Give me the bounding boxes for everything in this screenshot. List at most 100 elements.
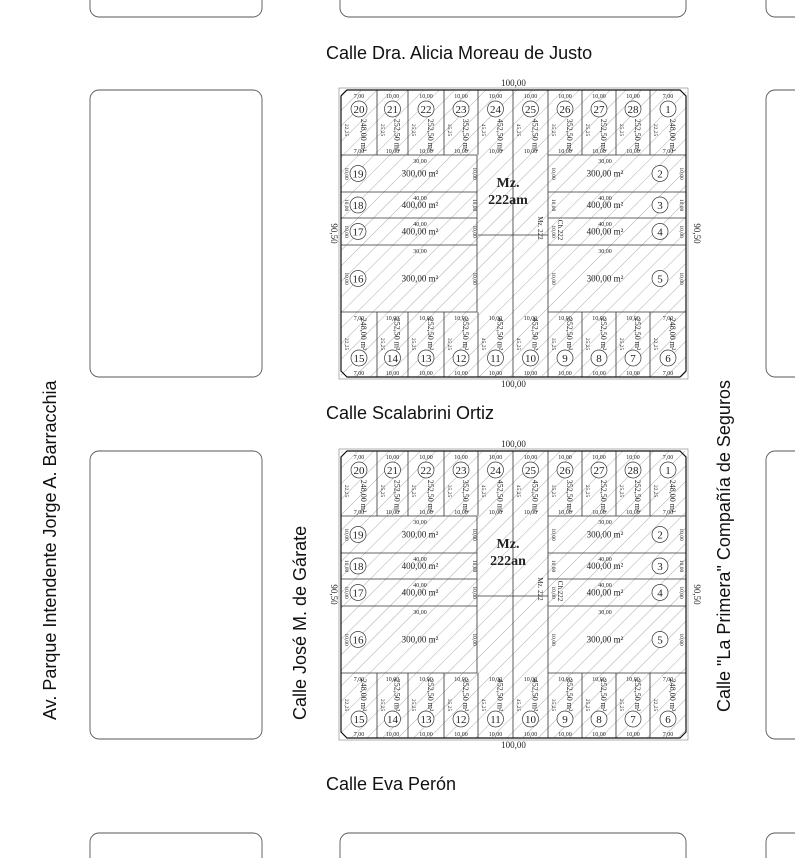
lot-number-circle [624,710,642,728]
block-label-prefix: Mz. [497,537,520,552]
bottom-lot-area: 252,50 m² [633,679,642,712]
left-lot-side: 10,00 [471,633,477,646]
top-lot-width: 10,00 [558,455,572,461]
top-lot-area: 252,50 m² [633,119,642,152]
left-lot-side: 10,00 [471,225,477,238]
bottom-lot-width-inner: 10,00 [524,316,538,322]
dim-right-height: 90,50 [692,223,702,244]
top-lot-number: 21 [387,465,398,477]
block-ref-mz: Mz. 222 [536,577,544,601]
top-lot-number: 25 [525,465,537,477]
depth-annotation-top: 25,25 [584,124,590,137]
dim-bottom-width: 100,00 [501,740,526,750]
top-lot-width-inner: 10,00 [592,510,606,516]
right-lot-area: 300,00 m² [587,274,624,284]
left-lot-side: 10,00 [471,586,477,599]
lot-number-circle [350,461,368,479]
right-lot-area: 400,00 m² [587,227,624,237]
bottom-lot-width-inner: 10,00 [419,677,433,683]
lot-number-circle [417,710,435,728]
lot-number-circle [522,461,539,479]
right-lot-length: 40,00 [598,557,612,563]
right-lot-number: 5 [657,274,663,286]
top-lot-width: 10,00 [558,94,572,100]
bottom-lot-width-inner: 10,00 [558,677,572,683]
top-lot-width-inner: 10,00 [524,510,538,516]
block-boundary [340,450,687,739]
top-lot-number: 24 [490,465,502,477]
bottom-lot-width: 10,00 [419,732,433,738]
bottom-lot-number: 11 [490,714,501,726]
right-lot-side: 10,00 [550,560,556,573]
lot-number-circle [651,223,669,240]
top-lot-number: 1 [665,465,671,477]
dim-bottom-width: 100,00 [501,379,526,389]
top-lot-number: 26 [560,104,572,116]
top-lot-number: 22 [421,465,432,477]
left-lot-area: 300,00 m² [402,169,439,179]
depth-annotation-bottom: 25,25 [618,338,624,351]
left-lot-area: 300,00 m² [402,635,439,645]
bottom-lot-width: 10,00 [386,371,400,377]
right-lot-area: 300,00 m² [587,530,624,540]
depth-annotation-bottom: 45,25 [480,699,486,712]
lot-number-circle [452,100,470,118]
bottom-lot-width: 10,00 [626,732,640,738]
bottom-lot-width: 10,00 [454,732,468,738]
top-lot-width-inner: 10,00 [558,510,572,516]
top-lot-width-inner: 10,00 [454,510,468,516]
right-lot-area: 400,00 m² [587,588,624,598]
top-lot-width: 10,00 [592,94,606,100]
bottom-lot-width-inner: 10,00 [386,316,400,322]
depth-annotation-bottom: 25,25 [379,338,385,351]
bottom-lot-width-inner: 10,00 [489,677,503,683]
right-lot-number: 2 [657,530,663,542]
right-lot-number: 3 [657,561,663,573]
lot-number-circle [487,349,504,367]
top-lot-width-inner: 10,00 [386,149,400,155]
top-lot-number: 20 [354,465,366,477]
street-middle-label: Calle Scalabrini Ortiz [326,403,495,423]
bottom-lot-number: 7 [630,714,636,726]
depth-annotation-bottom: 25,25 [410,699,416,712]
lot-number-circle [556,349,574,367]
top-lot-width: 10,00 [592,455,606,461]
depth-annotation-top: 22,25 [652,124,658,137]
lot-number-circle [350,100,368,118]
left-lot-length: 30,00 [413,249,427,255]
block-ref-ch: Ch.222 [556,581,564,602]
bottom-lot-width-inner: 7,00 [663,316,674,322]
bottom-lot-width: 7,00 [354,732,365,738]
depth-annotation-top: 25,25 [410,124,416,137]
bottom-lot-number: 13 [421,353,433,365]
top-lot-width: 10,00 [489,94,503,100]
right-lot-side: 10,00 [678,272,684,285]
bottom-lot-area: 452,50 m² [531,318,540,351]
bottom-lot-number: 10 [525,353,537,365]
bottom-lot-number: 9 [562,714,568,726]
top-lot-width: 7,00 [663,455,674,461]
top-lot-area: 352,50 m² [461,480,470,513]
top-lot-area: 452,50 m² [496,119,505,152]
lot-number-circle [522,100,539,118]
dim-left-height: 90,50 [329,584,339,605]
top-lot-width-inner: 10,00 [419,149,433,155]
lot-number-circle [590,349,608,367]
left-lot-length: 30,00 [413,159,427,165]
dim-left-height: 90,50 [329,223,339,244]
right-lot-number: 4 [657,588,663,600]
bottom-lot-width: 10,00 [558,371,572,377]
top-lot-number: 24 [490,104,502,116]
bottom-lot-area: 248,00 m² [359,318,368,351]
lot-number-circle [452,349,470,367]
lot-number-circle [651,631,669,648]
lot-number-circle [349,526,367,543]
lot-number-circle [417,349,435,367]
left-lot-length: 30,00 [413,610,427,616]
top-lot-width: 10,00 [419,455,433,461]
bottom-lot-width: 10,00 [524,732,538,738]
depth-annotation-top: 25,25 [618,485,624,498]
right-lot-area: 400,00 m² [587,200,624,210]
left-lot-side: 10,00 [343,272,349,285]
